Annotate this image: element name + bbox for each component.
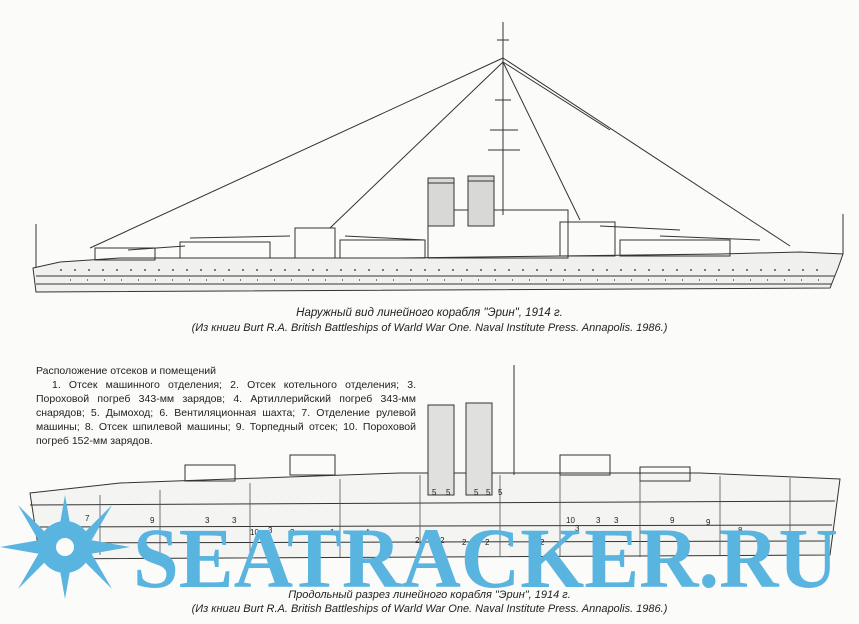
compartment-number: 2 bbox=[540, 538, 545, 547]
legend-text: 1. Отсек машинного отделения; 2. Отсек к… bbox=[36, 379, 416, 447]
exterior-caption-title: Наружный вид линейного корабля "Эрин", 1… bbox=[296, 307, 563, 319]
compartment-number: 1 bbox=[330, 528, 335, 537]
compartment-number: 2 bbox=[440, 536, 445, 545]
ship-exterior-drawing bbox=[32, 22, 844, 293]
compartment-number: 2 bbox=[485, 538, 490, 547]
compartment-number: 3 bbox=[205, 516, 210, 525]
compartments-legend: Расположение отсеков и помещений 1. Отсе… bbox=[36, 364, 416, 448]
compartment-number: 9 bbox=[150, 516, 155, 525]
compass-logo-icon bbox=[0, 495, 130, 599]
compartment-number: 5 bbox=[474, 488, 479, 497]
exterior-caption-source: (Из книги Burt R.A. British Battleships … bbox=[191, 322, 668, 334]
compartment-number: 10 bbox=[250, 528, 259, 537]
compartment-number: 3 bbox=[232, 516, 237, 525]
compartment-number: 9 bbox=[670, 516, 675, 525]
compartment-number: 5 bbox=[498, 488, 503, 497]
seatracker-watermark: SEATRACKER.RU bbox=[0, 495, 838, 600]
compartment-number: 5 bbox=[432, 488, 437, 497]
compartment-number: 10 bbox=[566, 516, 575, 525]
legend-title: Расположение отсеков и помещений bbox=[36, 365, 216, 377]
compartment-number: 7 bbox=[85, 514, 90, 523]
compartment-number: 3 bbox=[596, 516, 601, 525]
compartment-number: 5 bbox=[446, 488, 451, 497]
compartment-number: 4 bbox=[365, 528, 370, 537]
compartment-number: 2 bbox=[462, 538, 467, 547]
compartment-number: 3 bbox=[575, 524, 580, 533]
section-caption-title: Продольный разрез линейного корабля "Эри… bbox=[288, 589, 571, 601]
compartment-number: 3 bbox=[268, 526, 273, 535]
compartment-number: 9 bbox=[706, 518, 711, 527]
compartment-number: 2 bbox=[415, 536, 420, 545]
compartment-number: 5 bbox=[486, 488, 491, 497]
compartment-number: 3 bbox=[614, 516, 619, 525]
compartment-number: 3 bbox=[290, 528, 295, 537]
section-caption-source: (Из книги Burt R.A. British Battleships … bbox=[191, 603, 668, 615]
compartment-number: 8 bbox=[738, 526, 743, 535]
watermark-text: SEATRACKER.RU bbox=[133, 510, 838, 600]
compartment-number: 2 bbox=[508, 538, 513, 547]
